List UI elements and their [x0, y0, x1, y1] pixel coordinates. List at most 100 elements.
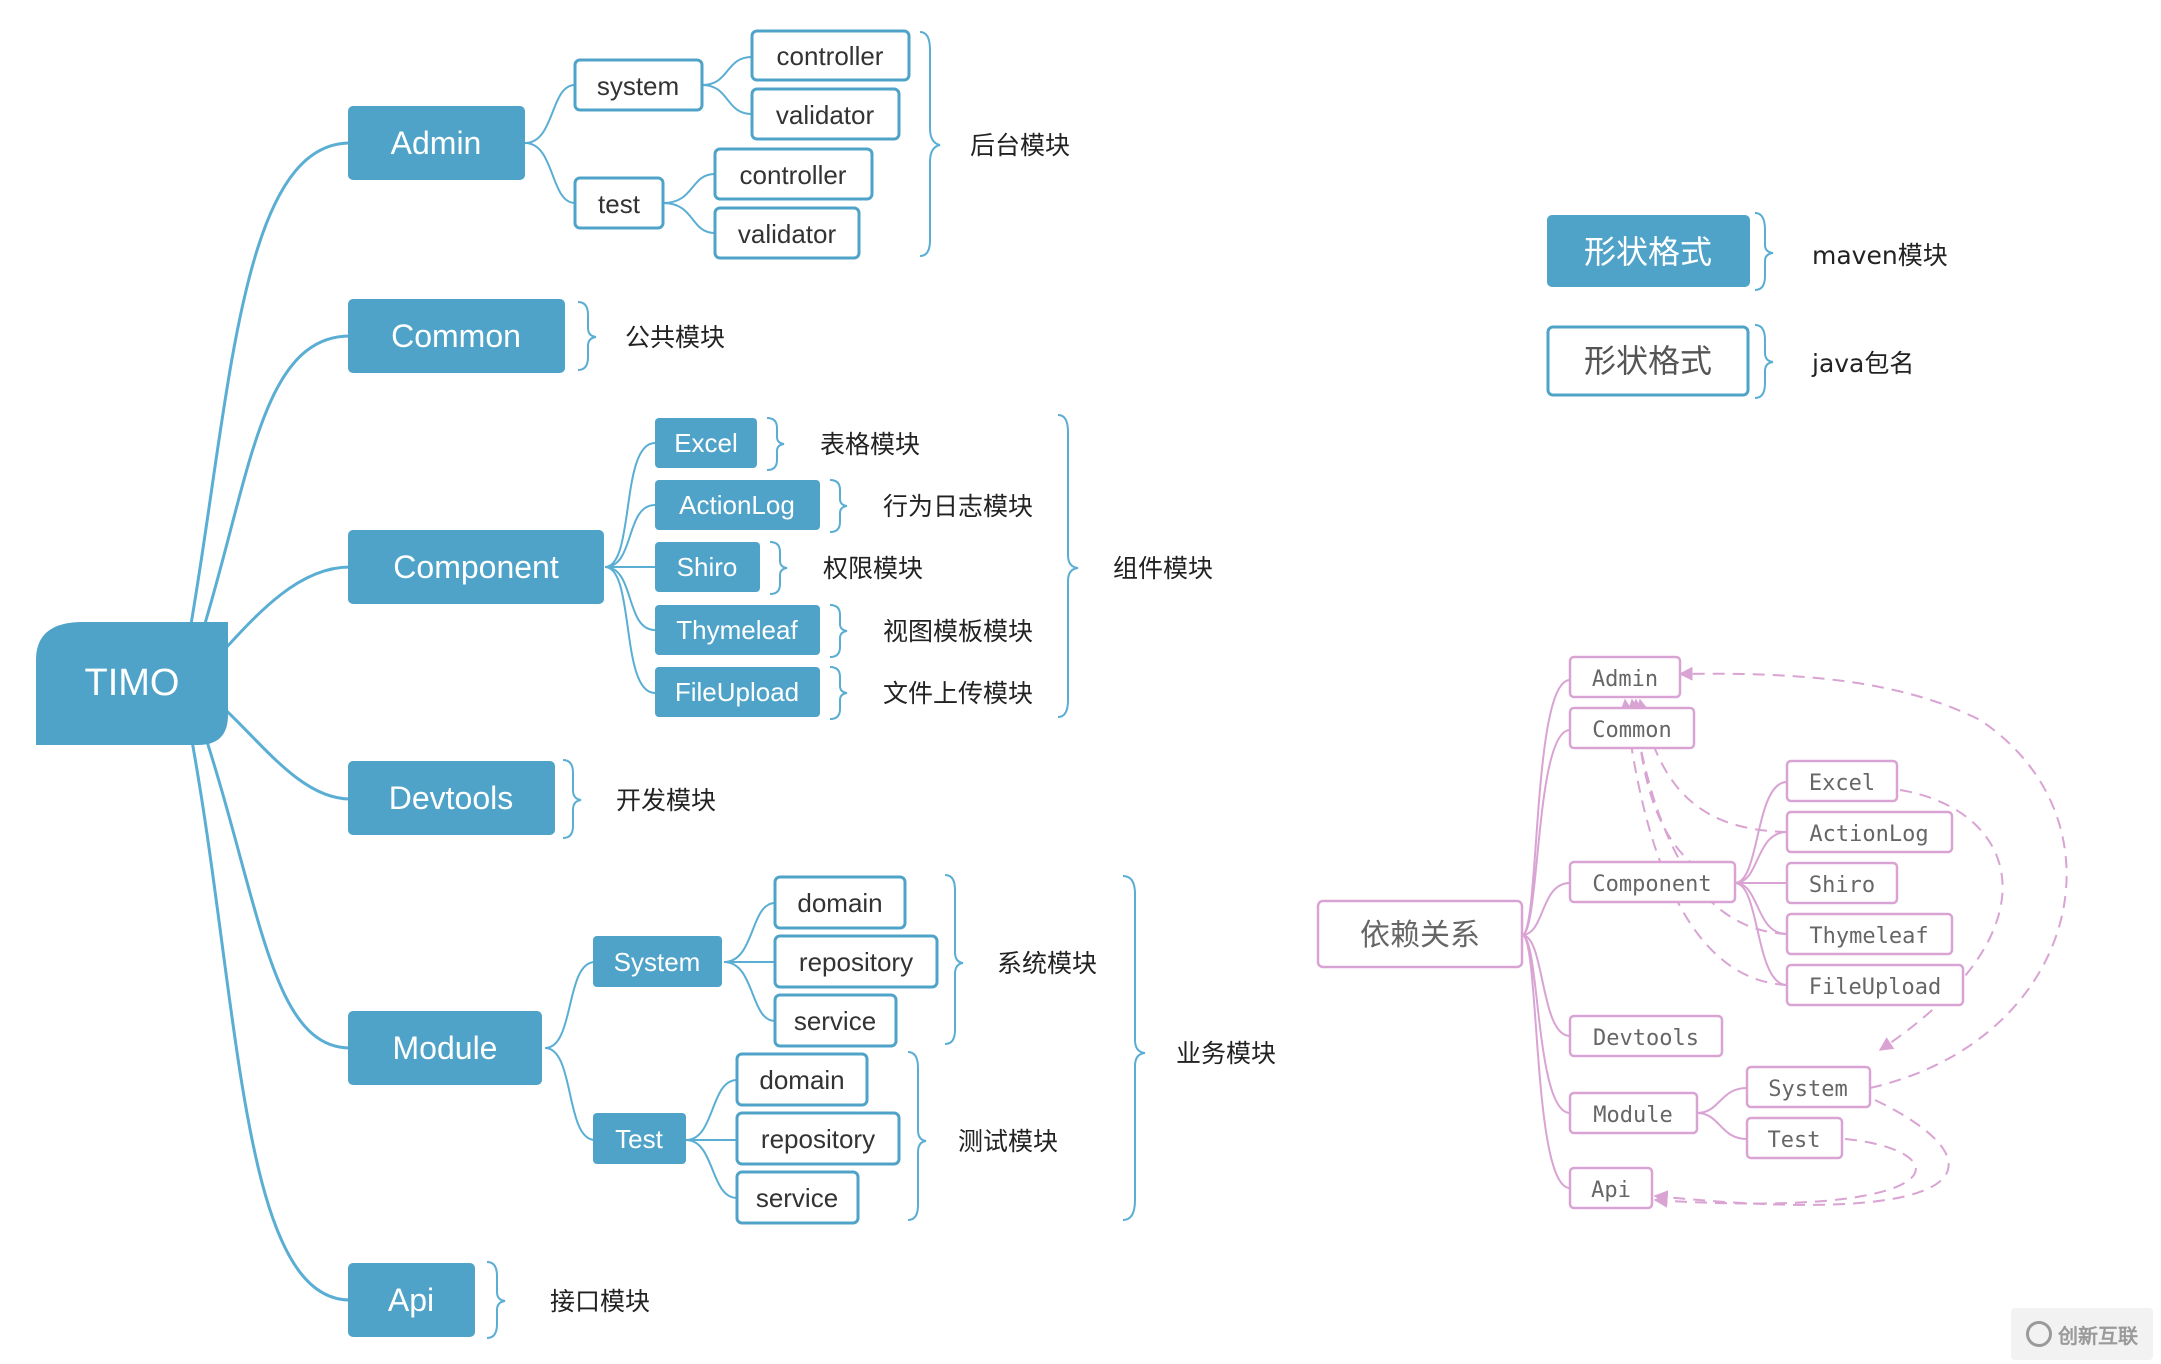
svg-text:Module: Module — [393, 1030, 498, 1066]
dep-root: 依赖关系 — [1316, 899, 1524, 969]
dep-excel: Excel — [1785, 759, 1899, 803]
svg-text:Thymeleaf: Thymeleaf — [1809, 924, 1928, 949]
svg-text:repository: repository — [761, 1124, 875, 1154]
svg-text:依赖关系: 依赖关系 — [1360, 918, 1480, 953]
note-api: 接口模块 — [550, 1287, 650, 1316]
node-thymeleaf: Thymeleaf — [655, 605, 820, 655]
svg-text:Api: Api — [388, 1282, 434, 1318]
pkg-system-domain: domain — [773, 875, 907, 930]
brace-admin — [919, 31, 941, 257]
node-common: Common — [348, 299, 565, 373]
pkg-system-service: service — [773, 993, 898, 1048]
svg-text:validator: validator — [776, 100, 875, 130]
svg-text:domain: domain — [797, 888, 882, 918]
svg-text:Common: Common — [1592, 718, 1671, 743]
node-devtools: Devtools — [348, 761, 555, 835]
svg-text:Excel: Excel — [1809, 771, 1875, 796]
svg-text:domain: domain — [759, 1065, 844, 1095]
svg-text:Api: Api — [1591, 1178, 1631, 1203]
brace-legend-filled — [1754, 212, 1774, 291]
svg-text:system: system — [597, 71, 679, 101]
svg-text:service: service — [756, 1183, 838, 1213]
watermark-logo-icon — [2026, 1321, 2052, 1347]
pkg-admin-test-controller: controller — [713, 147, 874, 201]
brace-devtools — [562, 759, 582, 839]
pkg-test-domain: domain — [735, 1052, 869, 1107]
sub-connectors — [524, 56, 776, 1199]
legend-filled-shape: 形状格式 — [1547, 215, 1750, 287]
brace-module — [1122, 875, 1146, 1221]
brace-actionlog — [829, 479, 848, 533]
svg-text:Test: Test — [1768, 1128, 1821, 1153]
svg-text:Devtools: Devtools — [1593, 1026, 1699, 1051]
pkg-admin-system-validator: validator — [750, 87, 901, 141]
pkg-admin-system: system — [573, 58, 704, 112]
mindmap-connectors — [188, 141, 351, 1302]
watermark-text: 创新互联 — [2058, 1323, 2138, 1348]
svg-text:ActionLog: ActionLog — [1809, 822, 1928, 847]
note-fileupload: 文件上传模块 — [883, 679, 1033, 708]
braces — [486, 31, 1774, 1339]
svg-text:System: System — [1768, 1077, 1847, 1102]
svg-text:Excel: Excel — [674, 428, 738, 458]
dep-fileupload: FileUpload — [1785, 963, 1965, 1007]
pkg-test-service: service — [735, 1170, 860, 1225]
svg-text:service: service — [794, 1006, 876, 1036]
note-module: 业务模块 — [1176, 1039, 1276, 1068]
svg-text:controller: controller — [777, 41, 884, 71]
brace-legend-outline — [1754, 324, 1774, 399]
legend-outline-shape: 形状格式 — [1546, 325, 1750, 397]
dep-shiro: Shiro — [1785, 861, 1899, 905]
brace-api — [486, 1261, 506, 1339]
svg-text:Shiro: Shiro — [1809, 873, 1875, 898]
note-test: 测试模块 — [958, 1127, 1058, 1156]
svg-text:Test: Test — [615, 1124, 663, 1154]
svg-text:validator: validator — [738, 219, 837, 249]
pkg-admin-test-validator: validator — [713, 206, 861, 260]
node-module-test: Test — [593, 1113, 686, 1164]
note-shiro: 权限模块 — [823, 554, 923, 583]
svg-text:test: test — [598, 189, 641, 219]
node-api: Api — [348, 1263, 475, 1337]
pkg-admin-test: test — [573, 176, 665, 230]
dep-common: Common — [1568, 706, 1696, 750]
brace-common — [577, 301, 597, 371]
brace-excel — [766, 417, 785, 471]
note-actionlog: 行为日志模块 — [883, 492, 1033, 521]
dep-system: System — [1745, 1065, 1872, 1109]
dep-api: Api — [1568, 1166, 1654, 1210]
svg-text:形状格式: 形状格式 — [1584, 342, 1712, 380]
note-thymeleaf: 视图模板模块 — [883, 617, 1033, 646]
brace-test — [907, 1051, 927, 1221]
node-excel: Excel — [655, 418, 757, 468]
svg-text:Common: Common — [391, 318, 521, 354]
svg-text:形状格式: 形状格式 — [1584, 233, 1712, 271]
svg-text:repository: repository — [799, 947, 913, 977]
node-module: Module — [348, 1011, 542, 1085]
pkg-test-repository: repository — [735, 1111, 901, 1166]
dep-test: Test — [1745, 1116, 1844, 1160]
brace-fileupload — [829, 666, 848, 720]
svg-text:Component: Component — [393, 549, 559, 585]
dependency-connectors — [1521, 679, 1788, 1189]
brace-system — [944, 874, 964, 1045]
dep-component: Component — [1568, 860, 1737, 904]
note-excel: 表格模块 — [820, 430, 920, 459]
root-label: TIMO — [85, 662, 180, 704]
legend-outline-note: java包名 — [1811, 349, 1914, 378]
note-system: 系统模块 — [997, 949, 1097, 978]
brace-component — [1057, 414, 1079, 718]
watermark: 创新互联 — [2011, 1308, 2153, 1360]
svg-text:Devtools: Devtools — [389, 780, 514, 816]
legend-filled-note: maven模块 — [1812, 241, 1948, 270]
svg-text:ActionLog: ActionLog — [679, 490, 795, 520]
node-component: Component — [348, 530, 604, 604]
svg-text:Component: Component — [1592, 872, 1711, 897]
node-fileupload: FileUpload — [655, 667, 820, 717]
svg-text:Shiro: Shiro — [677, 552, 738, 582]
node-module-system: System — [593, 936, 722, 987]
brace-thymeleaf — [829, 604, 848, 658]
svg-text:System: System — [614, 947, 701, 977]
brace-shiro — [769, 541, 788, 595]
